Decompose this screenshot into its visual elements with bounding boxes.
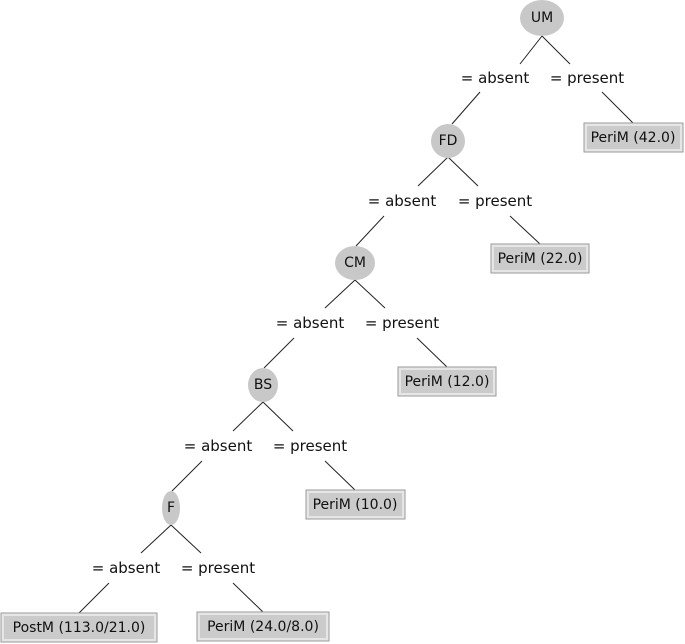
tree-node-label: CM (344, 255, 366, 271)
leaf-node-label: PeriM (24.0/8.0) (207, 619, 319, 635)
leaf-node-fd-present: PeriM (22.0) (490, 243, 590, 274)
tree-node-f: F (162, 491, 180, 525)
tree-node-bs: BS (248, 368, 278, 402)
edge-label-fd-present: = present (458, 192, 532, 210)
tree-node-label: UM (531, 10, 553, 26)
edge-line-bs-absent-lower (171, 460, 203, 492)
edge-line-cm-absent-lower (263, 337, 295, 369)
edge-label-f-present: = present (181, 559, 255, 577)
edge-label-cm-absent: = absent (276, 314, 345, 332)
edge-line-um-present-lower (601, 91, 634, 124)
leaf-node-label: PeriM (10.0) (313, 497, 398, 513)
leaf-node-label: PeriM (12.0) (405, 374, 490, 390)
edge-label-um-absent: = absent (461, 69, 530, 87)
edge-line-um-absent-lower (451, 91, 481, 125)
edge-label-bs-present: = present (273, 437, 347, 455)
edge-label-bs-absent: = absent (184, 437, 253, 455)
edge-line-cm-present-upper (354, 279, 386, 309)
edge-label-f-absent: = absent (92, 559, 161, 577)
leaf-node-label: PeriM (42.0) (591, 130, 676, 146)
edge-line-bs-absent-upper (232, 401, 264, 432)
edge-line-fd-absent-lower (355, 215, 385, 247)
leaf-node-label: PeriM (22.0) (498, 251, 583, 267)
edge-line-fd-absent-upper (417, 156, 449, 187)
leaf-node-um-present: PeriM (42.0) (583, 122, 684, 153)
edge-line-cm-absent-upper (324, 279, 356, 309)
edge-label-fd-absent: = absent (368, 192, 437, 210)
leaf-node-bs-present: PeriM (10.0) (305, 489, 406, 520)
edge-line-cm-present-lower (416, 337, 448, 368)
edge-line-fd-present-upper (447, 156, 479, 187)
edge-line-um-present-upper (541, 35, 571, 65)
tree-node-cm: CM (335, 246, 375, 280)
tree-node-um: UM (520, 0, 564, 36)
leaf-node-f-absent: PostM (113.0/21.0) (0, 612, 158, 643)
edge-line-f-present-lower (232, 582, 264, 613)
edge-line-f-absent-lower (78, 582, 110, 614)
edge-line-bs-present-lower (324, 460, 356, 491)
edge-line-um-absent-upper (519, 35, 543, 65)
leaf-node-cm-present: PeriM (12.0) (397, 366, 497, 397)
edge-line-f-absent-upper (140, 524, 172, 554)
edge-line-bs-present-upper (262, 401, 294, 432)
edge-label-um-present: = present (550, 69, 624, 87)
tree-node-label: F (167, 500, 175, 516)
tree-node-fd: FD (431, 124, 465, 158)
edge-line-f-present-upper (170, 524, 202, 554)
leaf-node-label: PostM (113.0/21.0) (13, 620, 146, 636)
edge-line-fd-present-lower (509, 215, 541, 245)
edge-label-cm-present: = present (365, 314, 439, 332)
tree-node-label: FD (439, 133, 458, 149)
leaf-node-f-present: PeriM (24.0/8.0) (196, 611, 330, 642)
tree-node-label: BS (254, 377, 272, 393)
